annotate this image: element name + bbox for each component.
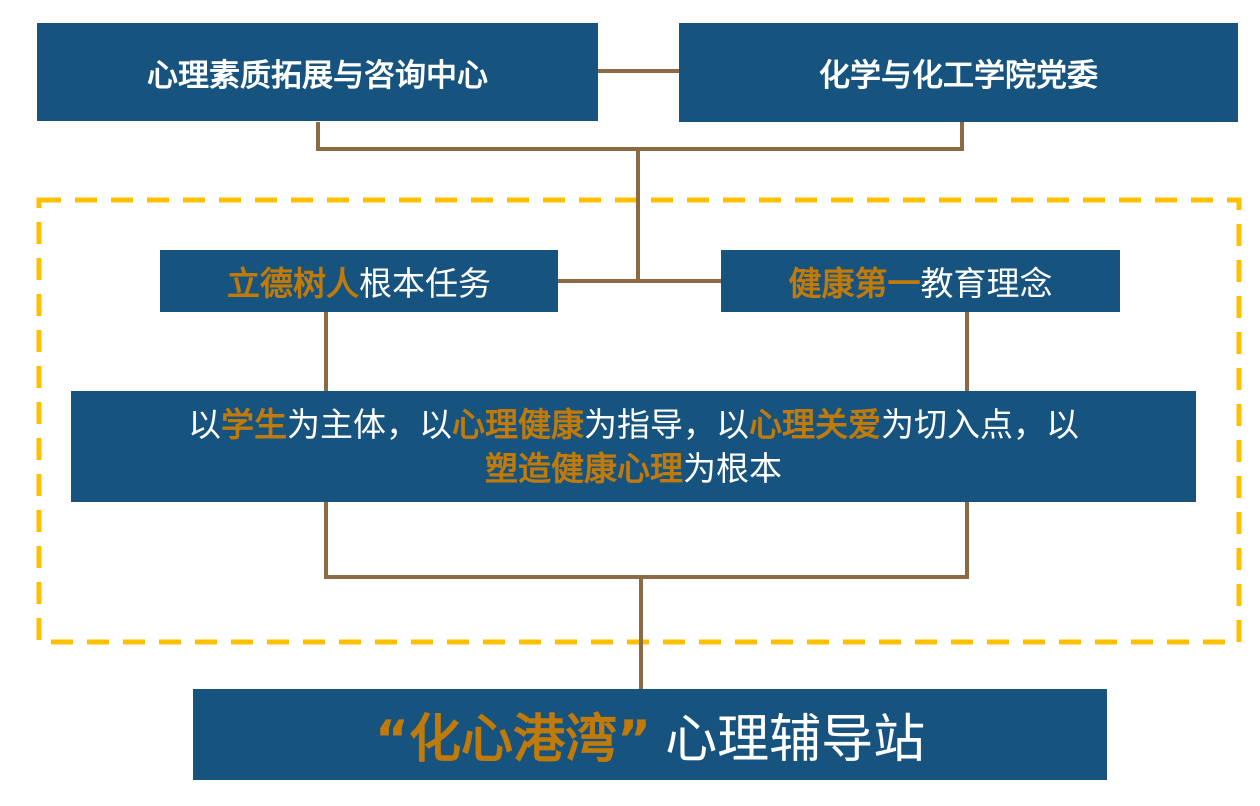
connectors <box>316 69 969 689</box>
psych-center-label: 心理素质拓展与咨询中心 <box>147 57 488 94</box>
mission-text: 根本任务 <box>359 264 491 303</box>
principle-part: 以 <box>188 404 221 444</box>
psych-center-box: 心理素质拓展与咨询中心 <box>37 23 598 121</box>
mission-box: 立德树人根本任务 <box>160 250 558 312</box>
principle-part: 为主体，以 <box>287 404 452 444</box>
party-committee-label: 化学与化工学院党委 <box>819 58 1098 94</box>
philosophy-highlight: 健康第一 <box>788 264 921 303</box>
principle-text: 以学生为主体，以心理健康为指导，以心理关爱为切入点，以塑造健康心理为根本 <box>188 403 1079 491</box>
principle-part: 为切入点，以 <box>881 404 1079 444</box>
counseling-station-box: “化心港湾”心理辅导站 <box>193 689 1107 780</box>
mission-highlight: 立德树人 <box>227 264 359 303</box>
station-name-highlight: “化心港湾” <box>374 710 652 770</box>
principle-highlight: 塑造健康心理 <box>485 448 683 488</box>
principle-part: 为根本 <box>683 448 782 488</box>
principle-highlight: 心理关爱 <box>749 404 881 444</box>
party-committee-box: 化学与化工学院党委 <box>679 23 1238 122</box>
principle-part: 为指导，以 <box>584 404 749 444</box>
principle-highlight: 心理健康 <box>452 404 584 444</box>
principle-highlight: 学生 <box>221 404 287 444</box>
principle-box: 以学生为主体，以心理健康为指导，以心理关爱为切入点，以塑造健康心理为根本 <box>71 391 1196 502</box>
philosophy-box: 健康第一教育理念 <box>721 250 1120 312</box>
station-name-text: 心理辅导站 <box>665 710 926 770</box>
philosophy-text: 教育理念 <box>920 264 1053 303</box>
